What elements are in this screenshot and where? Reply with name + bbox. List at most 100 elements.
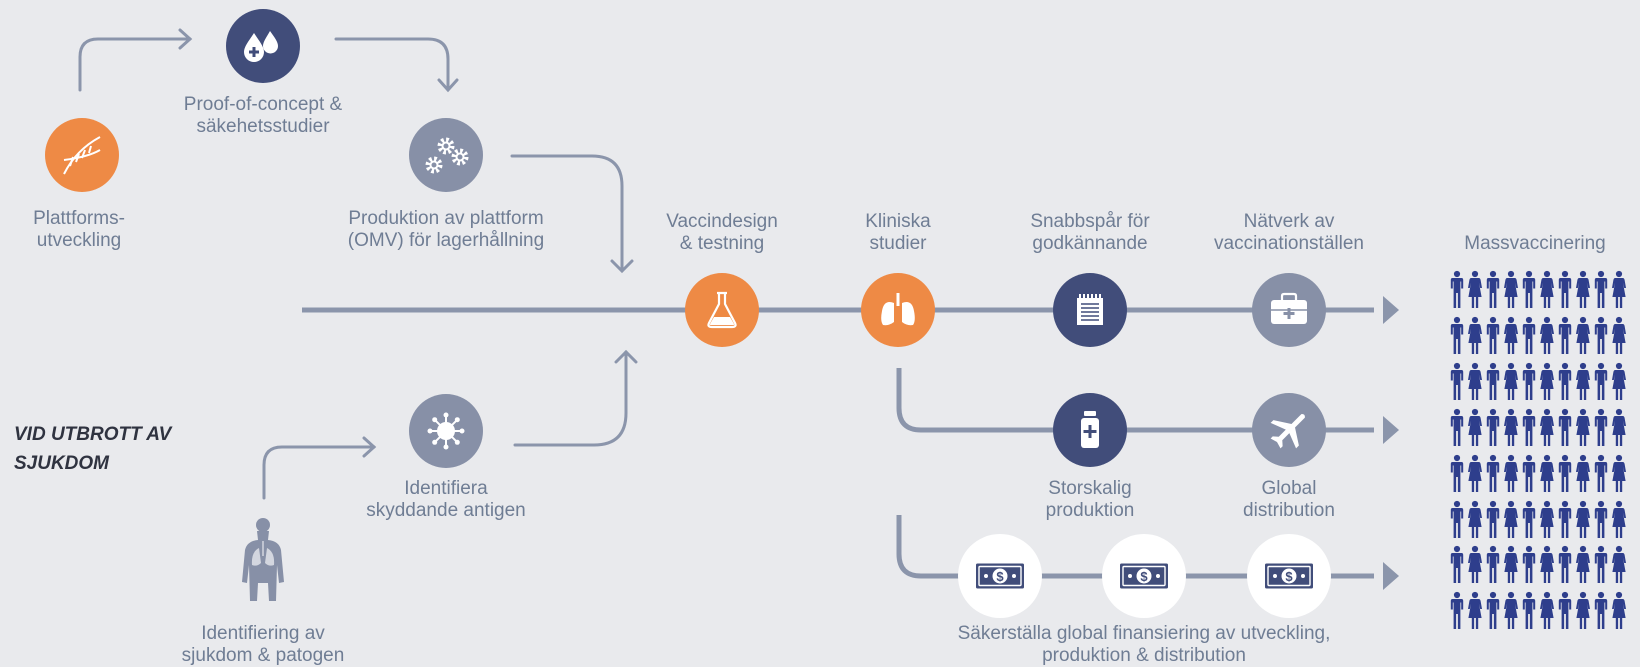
person-figure [1504, 362, 1518, 400]
production-branch-line [896, 368, 1374, 433]
person-figure [1612, 545, 1626, 583]
human-lungs-icon [242, 518, 284, 601]
person-figure [1612, 454, 1626, 492]
person-figure [1450, 362, 1464, 400]
person-figure [1486, 591, 1500, 629]
label-global-distribution: Global distribution [1243, 478, 1335, 521]
person-figure [1504, 270, 1518, 308]
person-figure [1558, 591, 1572, 629]
person-figure [1558, 316, 1572, 354]
person-figure [1540, 408, 1554, 446]
person-figure [1468, 316, 1482, 354]
person-figure [1558, 454, 1572, 492]
node-vaccination-network [1252, 273, 1326, 347]
person-figure [1468, 591, 1482, 629]
person-figure [1540, 454, 1554, 492]
label-mass-vaccination: Massvaccinering [1464, 233, 1606, 254]
node-platform-development [45, 118, 119, 192]
person-figure [1612, 591, 1626, 629]
label-disease-identification: Identifiering av sjukdom & patogen [181, 623, 345, 666]
virus-icon [427, 412, 465, 450]
person-figure [1576, 591, 1590, 629]
person-figure [1612, 408, 1626, 446]
person-figure [1594, 454, 1608, 492]
person-figure [1486, 500, 1500, 538]
person-figure [1576, 545, 1590, 583]
person-figure [1468, 362, 1482, 400]
money-icon [1119, 562, 1169, 590]
person-figure [1450, 316, 1464, 354]
arrow-head-poc-to-production [437, 78, 459, 93]
person-figure [1450, 270, 1464, 308]
financing-branch-line [896, 515, 1374, 579]
person-figure [1594, 270, 1608, 308]
lungs-icon [881, 293, 915, 326]
person-figure [1594, 545, 1608, 583]
person-figure [1594, 408, 1608, 446]
person-figure [1522, 362, 1536, 400]
person-figure [1522, 270, 1536, 308]
money-icon [975, 562, 1025, 590]
person-figure [1576, 316, 1590, 354]
arrow-production-to-main [510, 154, 624, 272]
person-figure [1612, 270, 1626, 308]
person-figure [1504, 500, 1518, 538]
label-vaccination-network: Nätverk av vaccinationställen [1214, 211, 1364, 254]
person-figure [1504, 454, 1518, 492]
person-figure [1522, 500, 1536, 538]
person-figure [1468, 545, 1482, 583]
node-financing-3 [1247, 534, 1331, 618]
person-figure [1594, 362, 1608, 400]
person-figure [1540, 545, 1554, 583]
person-figure [1468, 454, 1482, 492]
person-figure [1450, 500, 1464, 538]
arrow-antigen-to-main [513, 350, 628, 447]
person-figure [1576, 454, 1590, 492]
person-figure [1558, 408, 1572, 446]
person-figure [1504, 316, 1518, 354]
financing-arrowhead [1383, 562, 1399, 590]
person-figure [1450, 408, 1464, 446]
node-antigen-identification [409, 394, 483, 468]
person-figure [1522, 545, 1536, 583]
money-icon [1264, 562, 1314, 590]
arrow-disease-to-antigen [262, 445, 376, 500]
branch-arrowheads [1383, 296, 1399, 590]
node-financing-1 [958, 534, 1042, 618]
main-lines [302, 307, 1374, 579]
person-figure [1576, 500, 1590, 538]
person-figure [1576, 362, 1590, 400]
person-figure [1558, 270, 1572, 308]
person-figure [1612, 500, 1626, 538]
outbreak-side-label: VID UTBROTT AV SJUKDOM [14, 424, 172, 474]
label-large-scale-production: Storskalig produktion [1045, 478, 1135, 521]
label-antigen-identification: Identifiera skyddande antigen [366, 478, 526, 521]
label-financing: Säkerställa global finansiering av utvec… [957, 623, 1331, 666]
arrow-head-production-to-main [610, 259, 634, 274]
medkit-icon [1271, 292, 1307, 324]
people-icon [1450, 270, 1626, 629]
person-figure [1576, 270, 1590, 308]
person-figure [1612, 316, 1626, 354]
person-figure [1450, 591, 1464, 629]
person-figure [1486, 545, 1500, 583]
person-figure [1450, 454, 1464, 492]
person-figure [1522, 316, 1536, 354]
person-figure [1486, 270, 1500, 308]
person-figure [1468, 270, 1482, 308]
person-figure [1504, 591, 1518, 629]
label-platform-development: Plattforms- utveckling [33, 208, 125, 251]
arrow-poc-to-production [334, 37, 450, 90]
node-clinical-studies [861, 273, 935, 347]
arrow-head-antigen-to-main [614, 349, 638, 364]
person-figure [1486, 408, 1500, 446]
label-proof-of-concept: Proof-of-concept & säkehetsstudier [183, 94, 343, 137]
person-figure [1594, 316, 1608, 354]
person-figure [1486, 362, 1500, 400]
person-figure [1486, 316, 1500, 354]
person-figure [1504, 408, 1518, 446]
main-arrowhead [1383, 296, 1399, 324]
person-figure [1540, 316, 1554, 354]
gears-icon [425, 137, 469, 174]
arrow-head-disease-to-antigen [362, 436, 377, 458]
